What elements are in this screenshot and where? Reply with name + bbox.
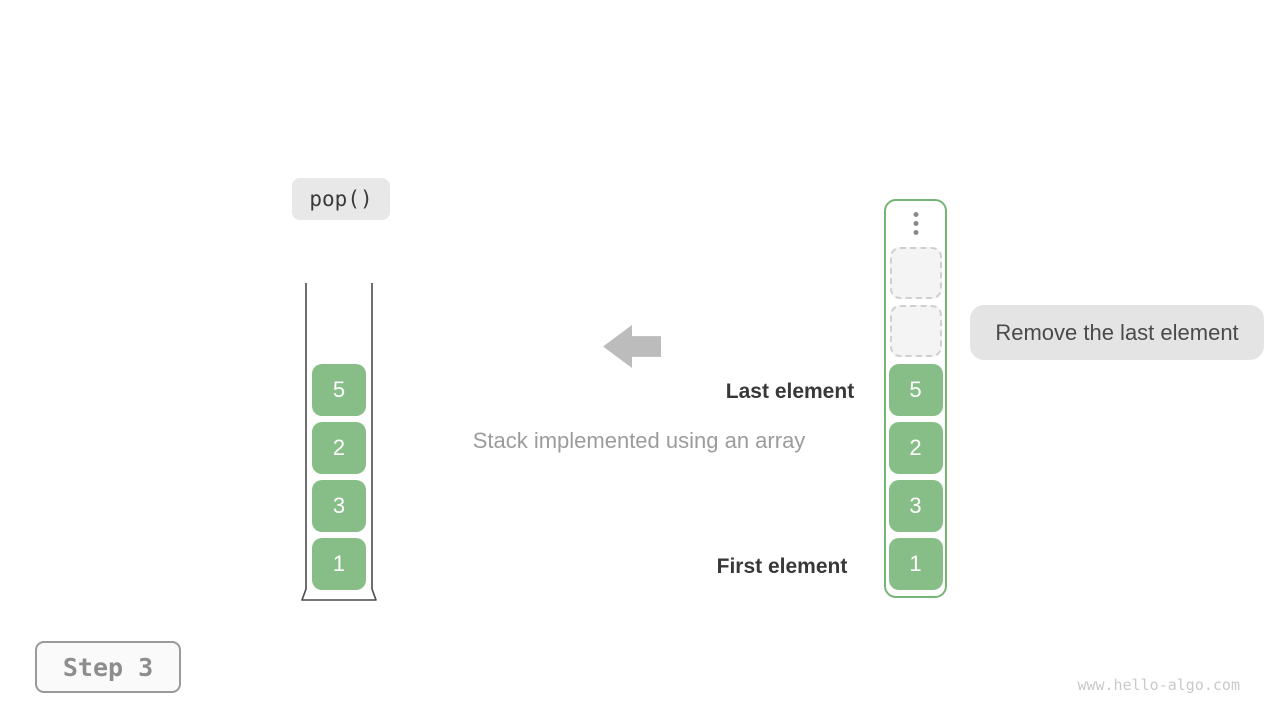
tooltip-text: Remove the last element (995, 319, 1239, 345)
pop-operation-label: pop() (292, 178, 390, 220)
stack-element: 5 (312, 364, 366, 416)
stack-element-value: 2 (332, 435, 346, 460)
diagram-caption: Stack implemented using an array (472, 428, 806, 453)
pop-operation-text: pop() (309, 187, 373, 211)
watermark-url: www.hello-algo.com (1077, 676, 1240, 694)
empty-array-slot (889, 305, 942, 357)
stack-element: 2 (312, 422, 366, 474)
array-element-value: 3 (909, 493, 922, 518)
last-element-label: Last element (725, 380, 855, 403)
array-container: 5 2 3 1 (884, 199, 947, 598)
array-element-value: 2 (909, 435, 922, 460)
tooltip-remove-last-element: Remove the last element (970, 305, 1264, 360)
stack-element: 3 (312, 480, 366, 532)
array-element-value: 1 (909, 551, 922, 576)
step-badge-text: Step 3 (62, 652, 154, 682)
arrow-left-icon (603, 325, 661, 368)
empty-array-slot (889, 247, 942, 299)
array-element-value: 5 (909, 377, 922, 402)
vertical-ellipsis-icon (913, 212, 918, 235)
stack-elements: 5 2 3 1 (305, 283, 373, 605)
array-element: 3 (888, 480, 943, 532)
array-element: 1 (888, 538, 943, 590)
stack-element-value: 5 (332, 377, 346, 402)
stack-element-value: 3 (332, 493, 346, 518)
stack-element-value: 1 (332, 551, 346, 576)
stack-container: 5 2 3 1 (301, 283, 377, 605)
array-element: 2 (888, 422, 943, 474)
array-element: 5 (888, 364, 943, 416)
stack-element: 1 (312, 538, 366, 590)
first-element-label: First element (716, 555, 848, 578)
stack-beaker-outline (301, 283, 377, 601)
step-badge: Step 3 (35, 641, 181, 693)
